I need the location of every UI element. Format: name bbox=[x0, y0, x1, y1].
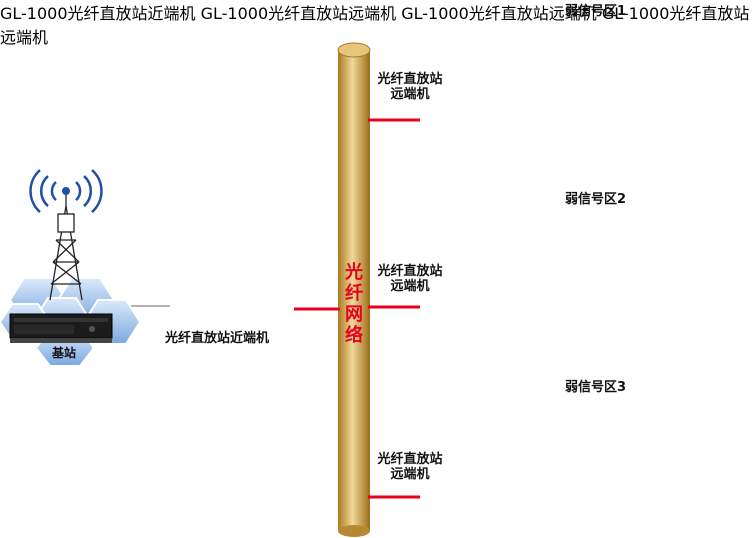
zone-3-remote-label: 光纤直放站 远端机 bbox=[372, 452, 448, 482]
zone-1-remote-label-line1: 光纤直放站 bbox=[377, 72, 443, 87]
zone-2-remote-label: 光纤直放站 远端机 bbox=[372, 264, 448, 294]
zone-2-remote-label-line1: 光纤直放站 bbox=[377, 264, 443, 279]
fiber-network-tube bbox=[337, 42, 371, 537]
zone-1-remote-label: 光纤直放站 远端机 bbox=[372, 72, 448, 102]
near-end-unit: GL-1000光纤直放站近端机 bbox=[0, 4, 201, 23]
remote-unit-3: GL-1000光纤直放站远端机 bbox=[0, 4, 749, 47]
radio-waves-icon bbox=[29, 169, 103, 213]
near-end-label: 光纤直放站近端机 bbox=[165, 331, 270, 346]
zone-1-title: 弱信号区1 bbox=[565, 4, 627, 19]
remote-unit-2: GL-1000光纤直放站远端机 bbox=[401, 4, 602, 23]
remote-device-text-3: GL-1000光纤直放站远端机 bbox=[0, 4, 750, 47]
remote-device-text-2: GL-1000光纤直放站远端机 bbox=[401, 4, 597, 23]
base-station-rack bbox=[9, 313, 113, 343]
fiber-network-label: 光纤网络 bbox=[345, 262, 363, 346]
base-station-label: 基站 bbox=[52, 346, 77, 360]
zone-2-remote-label-line2: 远端机 bbox=[390, 279, 430, 294]
fiber-links bbox=[294, 118, 420, 499]
remote-device-text-1: GL-1000光纤直放站远端机 bbox=[200, 4, 397, 23]
zone-3-title: 弱信号区3 bbox=[565, 380, 627, 395]
zone-3-remote-label-line2: 远端机 bbox=[390, 467, 430, 482]
base-station bbox=[0, 169, 142, 367]
remote-unit-1: GL-1000光纤直放站远端机 bbox=[201, 4, 402, 23]
zone-3-remote-label-line1: 光纤直放站 bbox=[377, 452, 443, 467]
near-end-device-text: GL-1000光纤直放站近端机 bbox=[0, 4, 196, 23]
zone-1-remote-label-line2: 远端机 bbox=[390, 87, 430, 102]
zone-2-title: 弱信号区2 bbox=[565, 192, 627, 207]
